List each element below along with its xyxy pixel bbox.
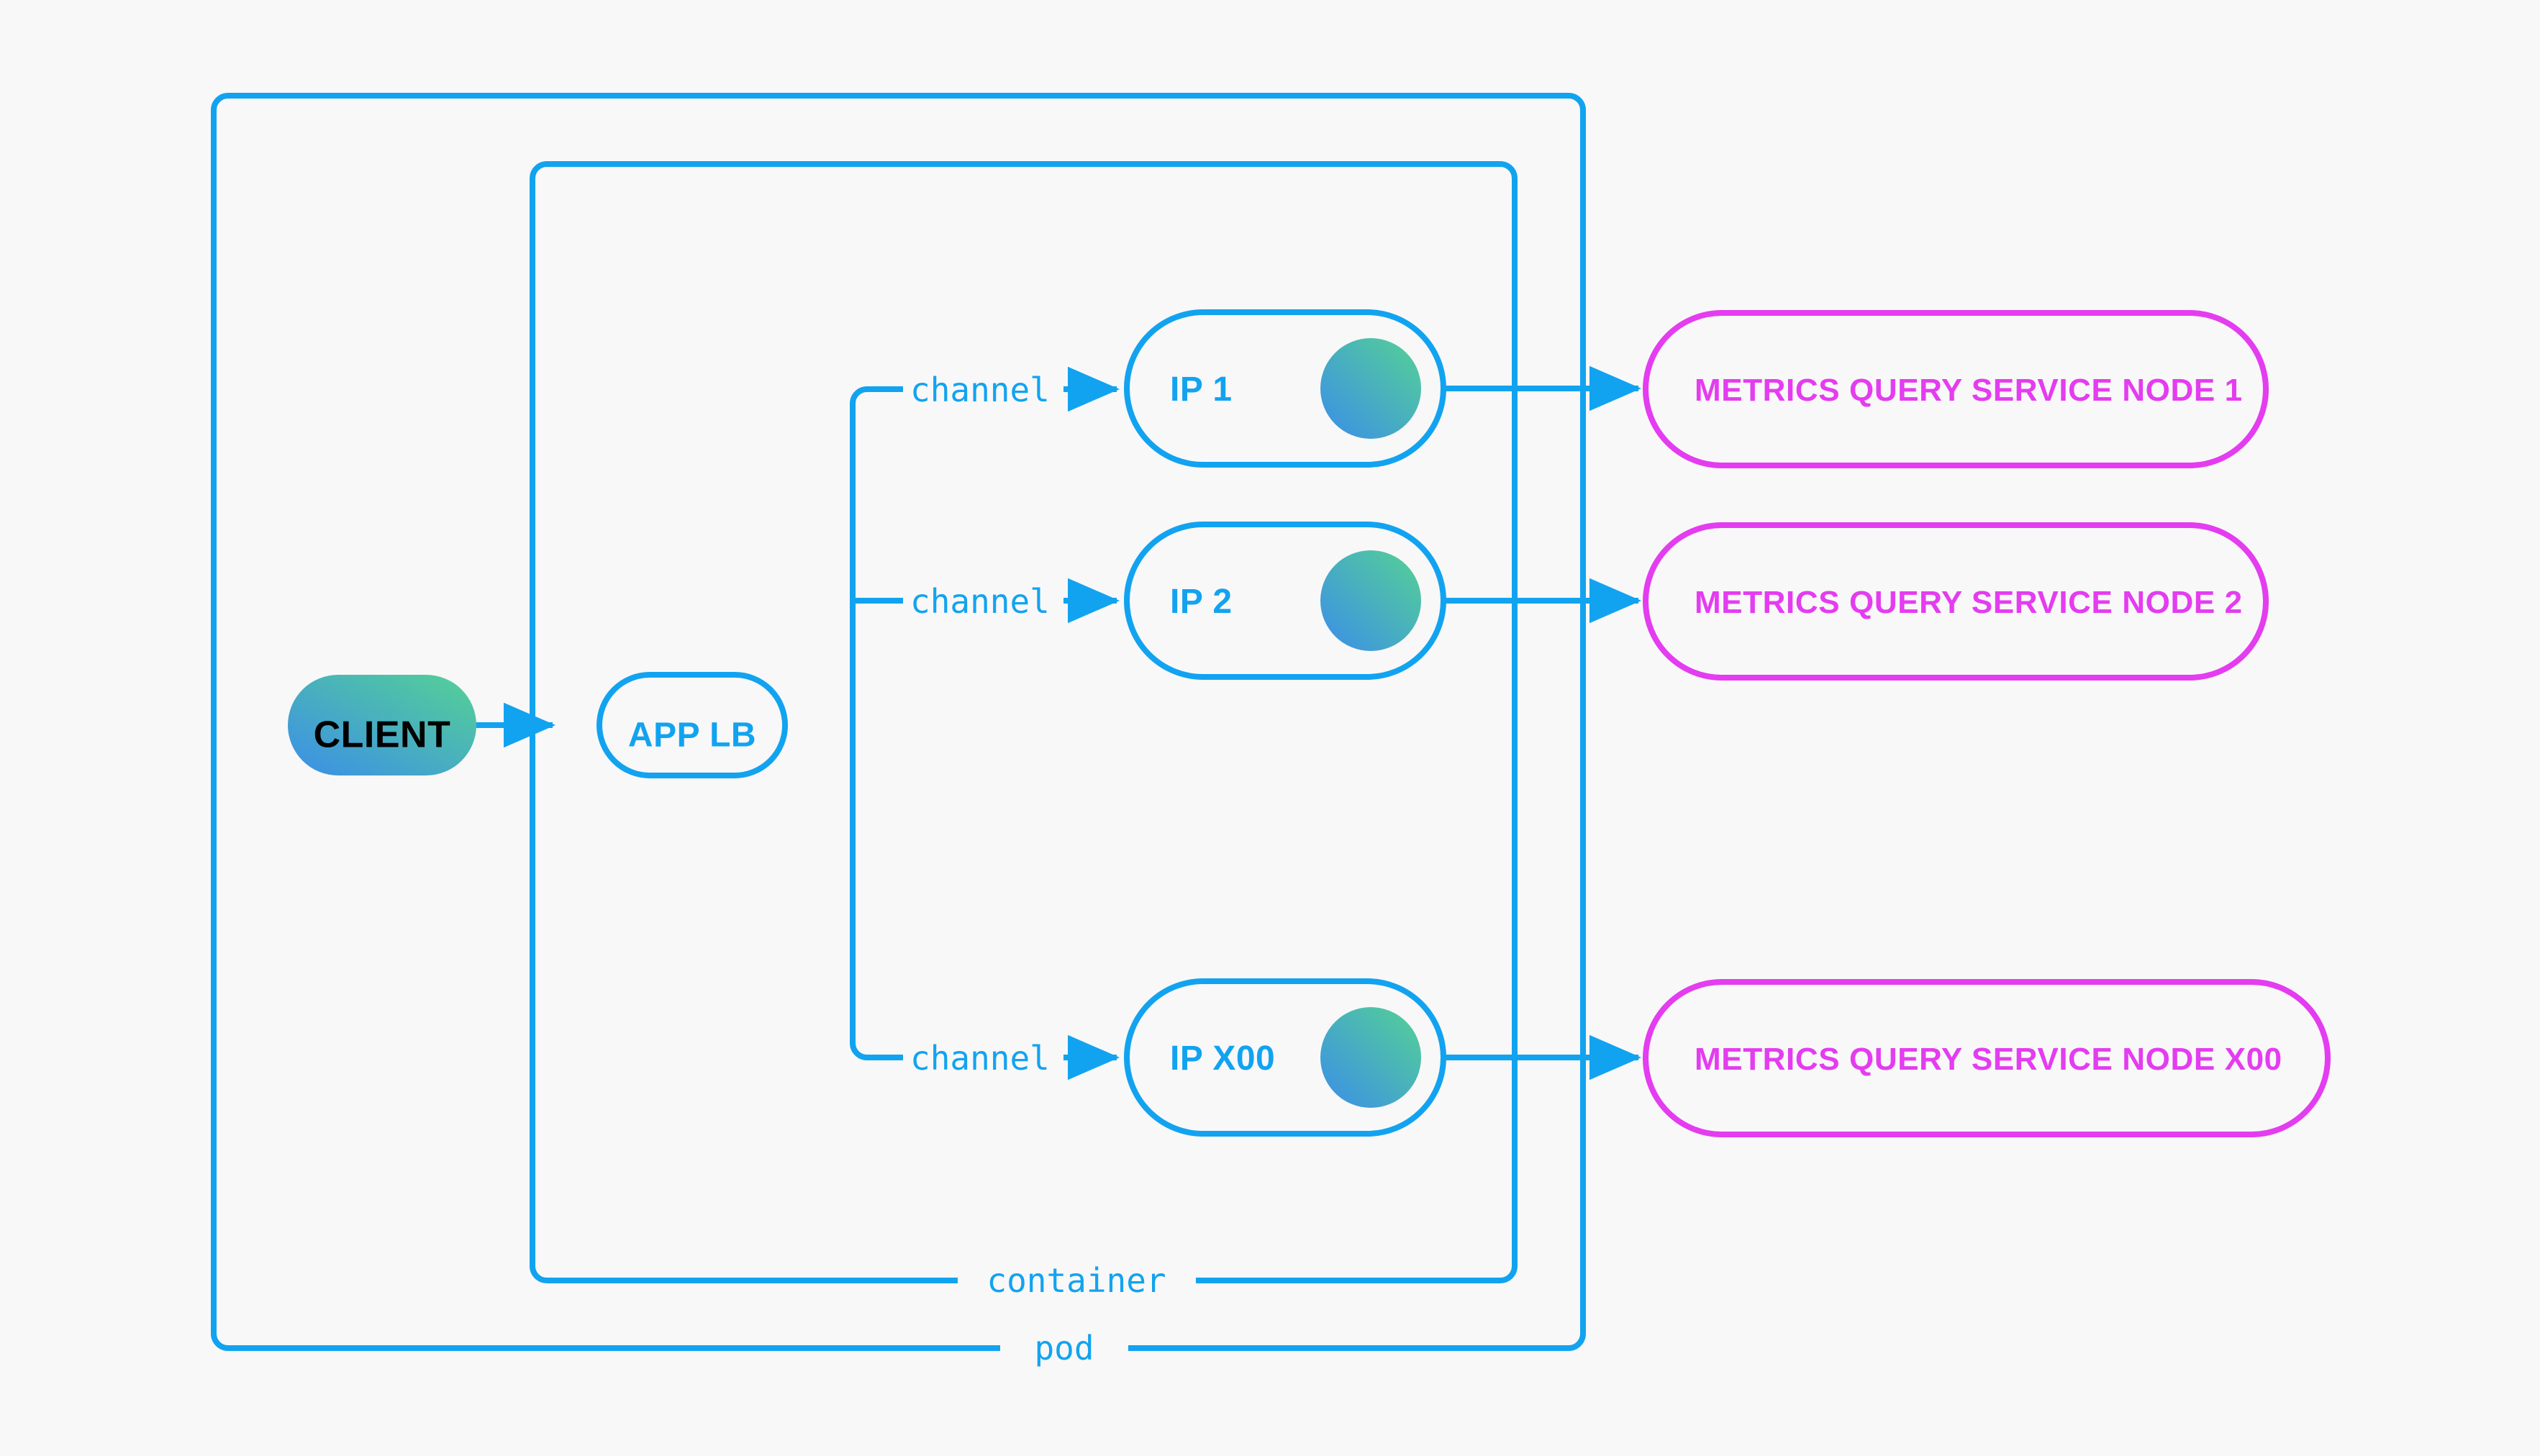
app-lb-node-label: APP LB: [628, 716, 756, 755]
service-node-1[interactable]: METRICS QUERY SERVICE NODE 1: [1643, 310, 2269, 468]
service-node-2-label: METRICS QUERY SERVICE NODE 2: [1695, 585, 2243, 620]
service-node-3[interactable]: METRICS QUERY SERVICE NODE X00: [1643, 979, 2331, 1137]
ip-node-3[interactable]: IP X00: [1124, 978, 1446, 1137]
app-lb-node[interactable]: APP LB: [597, 672, 788, 778]
channel-label-1: channel: [910, 370, 1050, 409]
ip-node-2[interactable]: IP 2: [1124, 522, 1446, 680]
channel-row-1: channel: [910, 366, 1120, 412]
ip-node-2-status-dot: [1320, 550, 1421, 651]
channel-row-3: channel: [910, 1034, 1120, 1080]
ip-node-1[interactable]: IP 1: [1124, 309, 1446, 468]
channel-row-2: channel: [910, 578, 1120, 624]
channel-label-2: channel: [910, 582, 1050, 621]
pod-group-label: pod: [1034, 1329, 1094, 1368]
ip-node-3-label: IP X00: [1170, 1039, 1275, 1078]
channel-branch-trunk: [850, 386, 903, 1060]
container-group-label: container: [986, 1261, 1166, 1300]
pod-group-border: [211, 93, 1586, 1351]
ip-node-2-label: IP 2: [1170, 583, 1233, 621]
service-node-1-label: METRICS QUERY SERVICE NODE 1: [1695, 373, 2243, 408]
ip-node-1-label: IP 1: [1170, 370, 1233, 409]
client-node-label: CLIENT: [314, 714, 451, 756]
service-node-2[interactable]: METRICS QUERY SERVICE NODE 2: [1643, 522, 2269, 681]
client-node[interactable]: CLIENT: [288, 675, 476, 775]
ip-node-3-status-dot: [1320, 1007, 1421, 1108]
ip-node-1-status-dot: [1320, 338, 1421, 439]
channel-label-3: channel: [910, 1039, 1050, 1078]
container-group-border: [530, 161, 1518, 1283]
service-node-3-label: METRICS QUERY SERVICE NODE X00: [1695, 1042, 2282, 1077]
